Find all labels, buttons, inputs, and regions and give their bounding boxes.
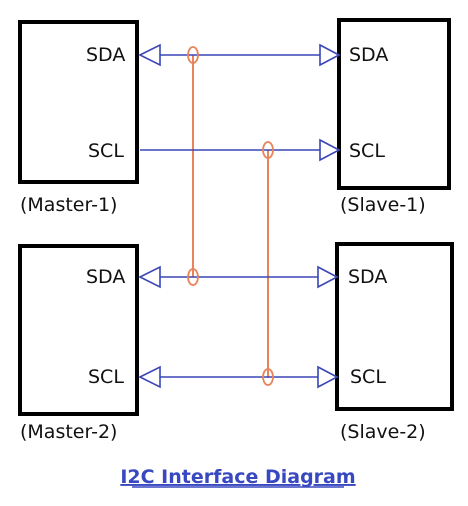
master-1-caption: (Master-1) [20, 194, 117, 216]
master-2-caption: (Master-2) [20, 421, 117, 443]
master-2-box [18, 244, 139, 416]
scl-top-right-arrowhead [319, 138, 341, 162]
scl-bottom-left-arrowhead [138, 365, 161, 389]
slave-2-scl-label: SCL [350, 366, 386, 388]
scl-bottom-right-arrowhead [317, 365, 339, 389]
master-2-scl-label: SCL [88, 366, 124, 388]
slave-1-box [337, 18, 451, 190]
sda-top-left-arrowhead [138, 43, 161, 67]
slave-2-caption: (Slave-2) [340, 421, 426, 443]
sda-bottom-junction [187, 268, 199, 286]
slave-1-scl-label: SCL [349, 140, 385, 162]
diagram-title: I2C Interface Diagram [120, 466, 355, 488]
sda-bottom-right-arrowhead [317, 265, 339, 289]
master-1-sda-label: SDA [86, 44, 125, 66]
scl-top-junction [262, 141, 274, 159]
slave-1-caption: (Slave-1) [340, 194, 426, 216]
scl-bottom-junction [262, 368, 274, 386]
master-1-box [18, 20, 139, 184]
master-2-sda-label: SDA [86, 266, 125, 288]
sda-top-junction [187, 46, 199, 64]
master-1-scl-label: SCL [88, 140, 124, 162]
slave-2-sda-label: SDA [348, 266, 387, 288]
sda-bottom-left-arrowhead [138, 265, 161, 289]
slave-2-box [335, 242, 454, 411]
slave-1-sda-label: SDA [349, 44, 388, 66]
sda-top-right-arrowhead [319, 43, 341, 67]
